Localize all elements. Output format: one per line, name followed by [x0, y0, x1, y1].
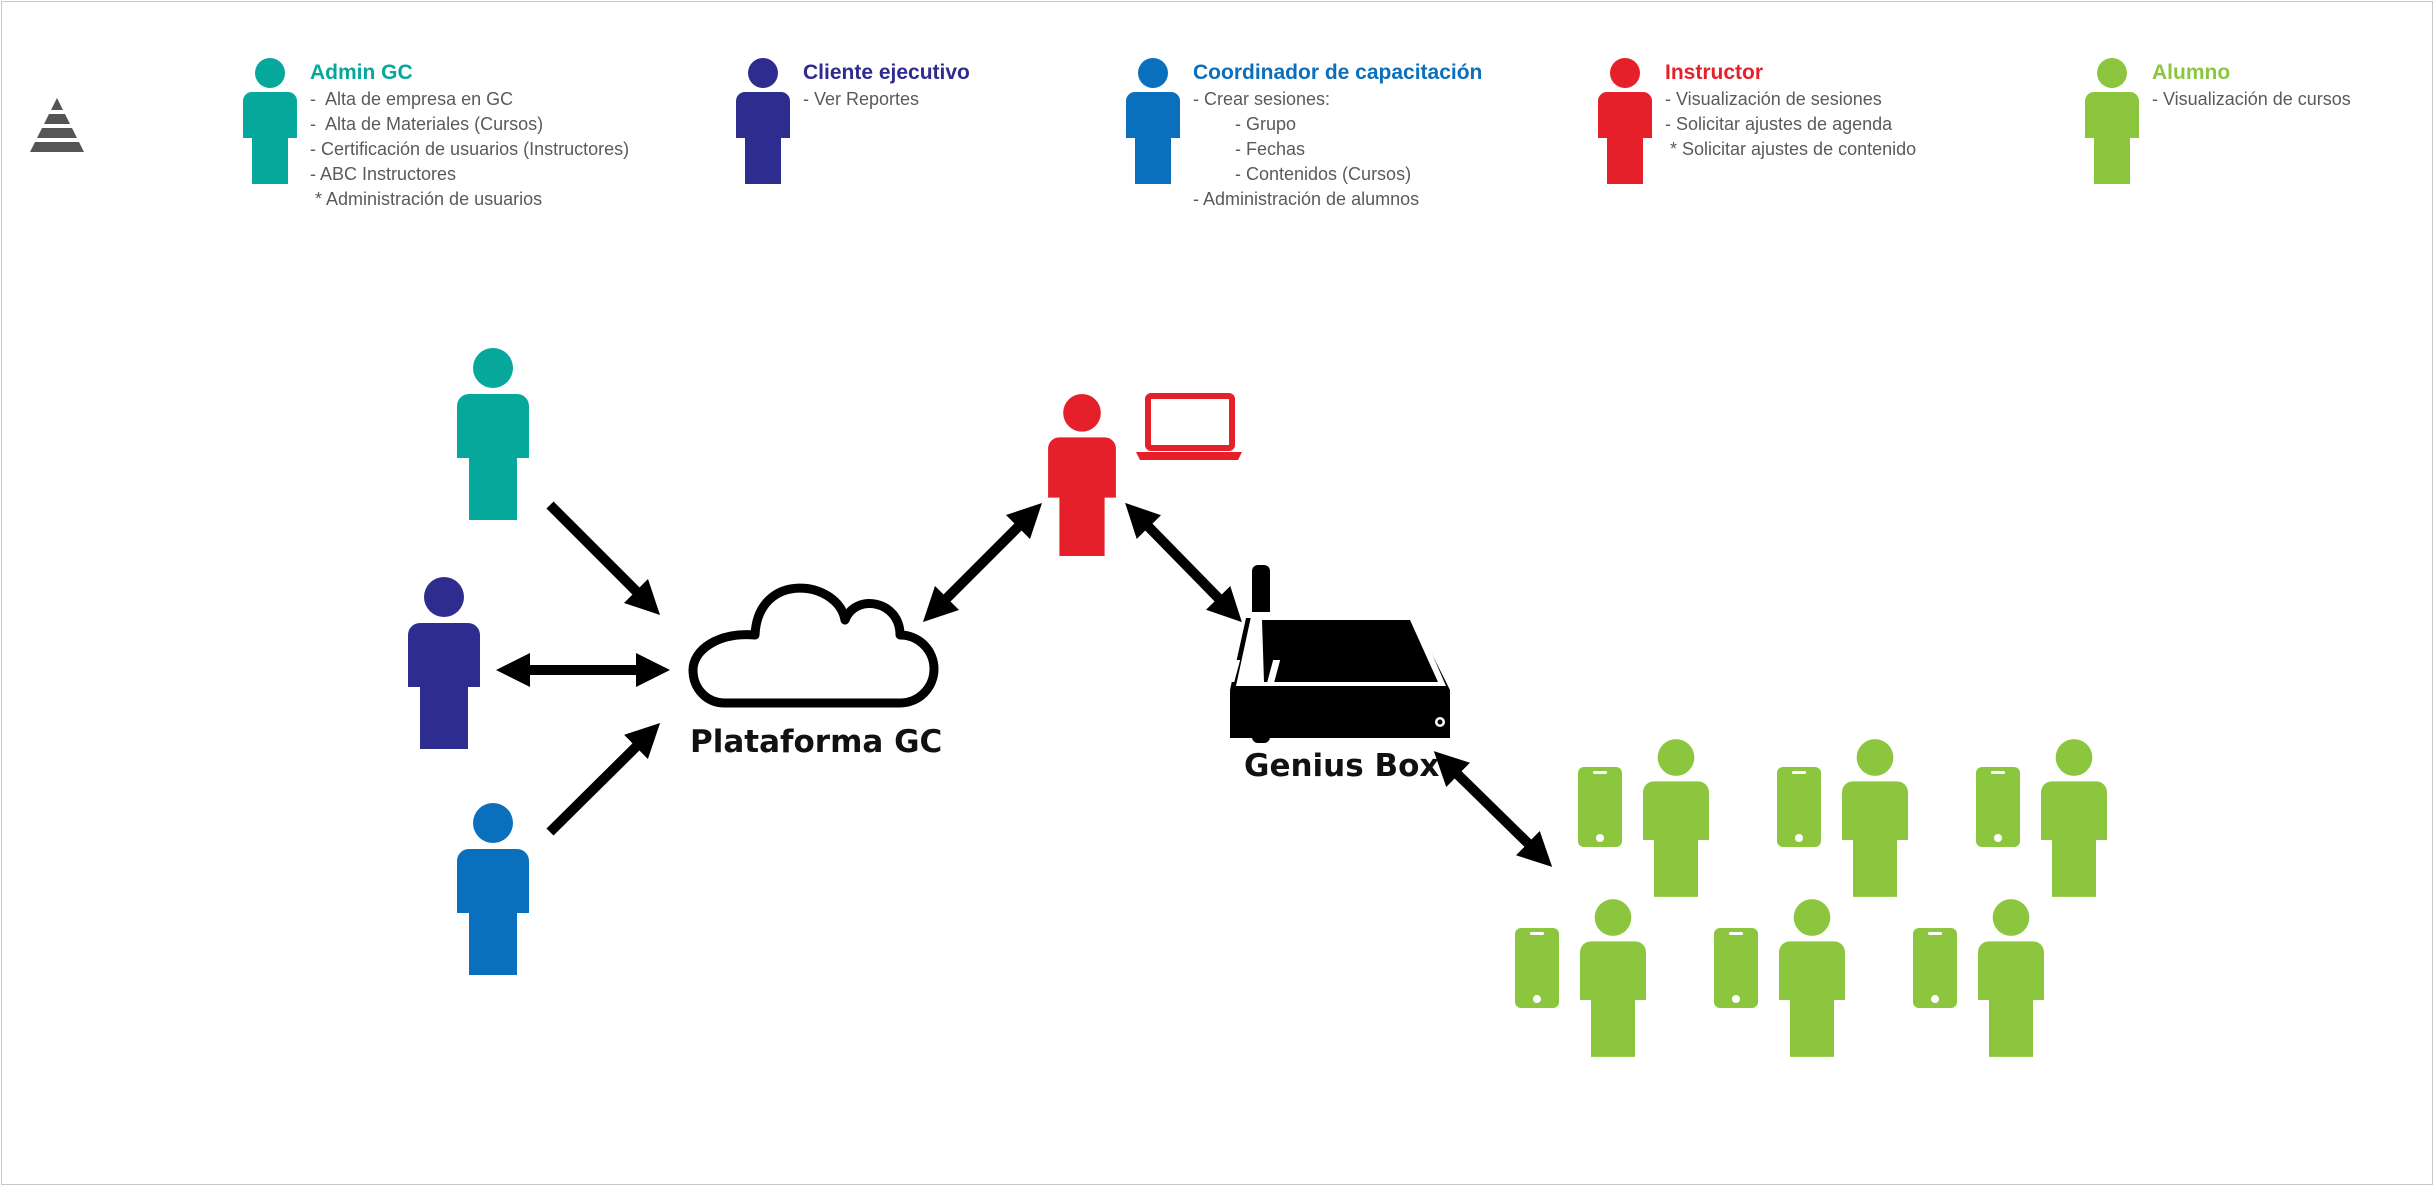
person-icon: [457, 348, 529, 520]
person-icon: [408, 577, 480, 749]
role-title: Admin GC: [310, 61, 413, 84]
cloud-icon: [688, 583, 939, 708]
smartphone-icon: [1777, 767, 1821, 847]
role-item: - ABC Instructores: [310, 164, 457, 184]
arrow: [1125, 502, 1242, 623]
role-item: - Visualización de cursos: [2152, 89, 2351, 109]
role-item: * Solicitar ajustes de contenido: [1665, 139, 1917, 159]
person-icon: [736, 58, 790, 184]
person-icon: [1643, 739, 1709, 897]
role-title: Instructor: [1665, 61, 1764, 84]
role-item: - Ver Reportes: [803, 89, 920, 109]
role-item: - Crear sesiones:: [1193, 89, 1331, 109]
laptop-icon: [1136, 393, 1242, 460]
role-subitem: - Fechas: [1235, 139, 1306, 159]
stacked-pyramid-logo-icon: [30, 98, 84, 152]
role-item: - Administración de alumnos: [1193, 189, 1420, 209]
person-icon: [243, 58, 297, 184]
role-subitem: - Contenidos (Cursos): [1235, 164, 1412, 184]
smartphone-icon: [1913, 928, 1957, 1008]
arrow: [546, 723, 661, 836]
person-icon: [1048, 394, 1116, 556]
role-item: - Certificación de usuarios (Instructore…: [310, 139, 630, 159]
smartphone-icon: [1578, 767, 1622, 847]
role-item: - Solicitar ajustes de agenda: [1665, 114, 1893, 134]
smartphone-icon: [1714, 928, 1758, 1008]
person-icon: [2041, 739, 2107, 897]
role-title: Cliente ejecutivo: [803, 61, 970, 84]
person-icon: [2085, 58, 2139, 184]
platform-label: Plataforma GC: [690, 724, 942, 760]
person-icon: [1779, 899, 1845, 1057]
router-icon: [1107, 565, 1450, 743]
role-item: * Administración de usuarios: [310, 189, 543, 209]
role-title: Coordinador de capacitación: [1193, 61, 1483, 84]
role-item: - Alta de empresa en GC: [310, 89, 514, 109]
person-icon: [1598, 58, 1652, 184]
arrow: [546, 501, 661, 616]
role-subitem: - Grupo: [1235, 114, 1297, 134]
arrow: [1433, 751, 1553, 867]
role-item: - Alta de Materiales (Cursos): [310, 114, 544, 134]
role-title: Alumno: [2152, 61, 2231, 84]
device-label: Genius Box: [1244, 748, 1439, 784]
person-icon: [1580, 899, 1646, 1057]
person-icon: [457, 803, 529, 975]
role-item: - Visualización de sesiones: [1665, 89, 1882, 109]
person-icon: [1842, 739, 1908, 897]
person-icon: [1978, 899, 2044, 1057]
smartphone-icon: [1976, 767, 2020, 847]
smartphone-icon: [1515, 928, 1559, 1008]
arrow: [922, 502, 1043, 623]
person-icon: [1126, 58, 1180, 184]
